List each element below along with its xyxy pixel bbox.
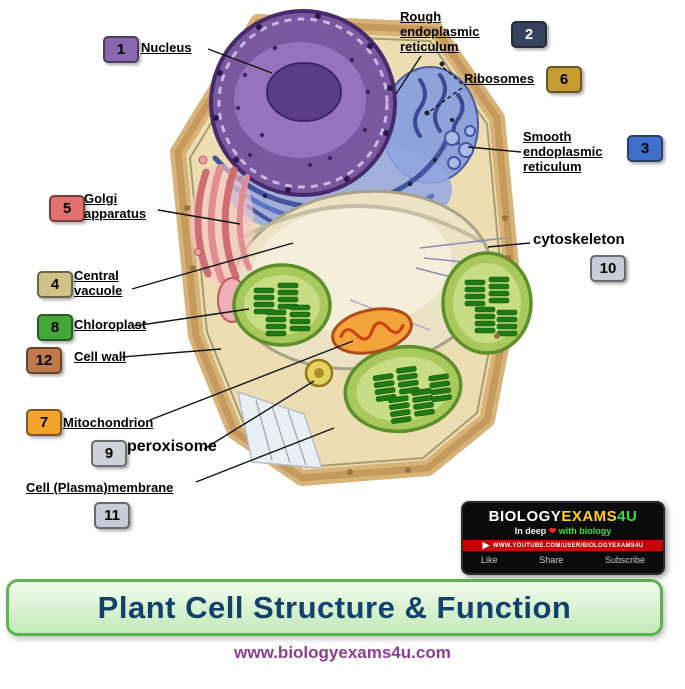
label-rough-er-number: 2 [511,21,547,48]
diagram-area: 1 Nucleus Rough endoplasmic reticulum 2 … [26,9,665,575]
label-nucleus-text: Nucleus [141,40,192,55]
wall-pit-dots [184,205,511,475]
label-central-vacuole-text: Central vacuole [74,268,123,298]
label-plasma-membrane-number: 11 [94,502,130,529]
label-cytoskeleton-text: cytoskeleton [533,231,625,248]
label-golgi-text: Golgi apparatus [84,191,147,221]
logo-tagline-post: with biology [556,526,612,536]
label-smooth-er-number: 3 [627,135,663,162]
plant-cell-illustration [121,9,533,486]
label-ribosomes-number: 6 [546,66,582,93]
chloroplast-right-graphic [441,251,533,355]
title-banner: Plant Cell Structure & Function [6,579,663,636]
logo-brand-exams: EXAMS [561,508,618,525]
label-chloroplast-text: Chloroplast [74,317,147,332]
cell-wall-cutaway-graphic [237,390,324,469]
logo-tagline-pre: In deep [514,526,549,536]
label-nucleus-number: 1 [103,36,139,63]
mitochondrion-graphic [331,307,413,355]
label-rough-er-text: Rough endoplasmic reticulum [400,9,480,54]
like-button[interactable]: Like [481,555,498,565]
smooth-er-graphic [444,125,476,170]
label-golgi-number: 5 [49,195,85,222]
logo-brand-biology: BIOLOGY [488,508,562,525]
heart-icon: ❤ [548,526,557,536]
label-peroxisome-text: peroxisome [127,438,217,455]
subscribe-button[interactable]: Subscribe [604,555,645,565]
chloroplast-bottom-graphic [343,344,463,434]
label-plasma-membrane-text: Cell (Plasma)membrane [26,480,174,495]
page-title: Plant Cell Structure & Function [97,589,572,625]
logo-brand-4u: 4U [617,508,638,525]
golgi-apparatus-graphic [190,155,254,323]
label-mitochondrion-text: Mitochondrion [63,415,154,430]
label-cytoskeleton-number: 10 [590,255,626,282]
label-smooth-er-text: Smooth endoplasmic reticulum [523,129,603,174]
peroxisome-graphic [304,358,334,388]
logo-channel-url: WWW.YOUTUBE.COM/USER/BIOLOGYEXAMS4U [492,542,644,549]
label-cell-wall-text: Cell wall [74,349,127,364]
label-ribosomes-text: Ribosomes [464,71,535,86]
play-arrow-icon: ▶ [482,540,490,550]
chloroplast-left-graphic [232,263,332,347]
logo-channel-strip: ▶ WWW.YOUTUBE.COM/USER/BIOLOGYEXAMS4U [463,540,663,551]
label-mitochondrion-number: 7 [26,409,62,436]
share-button[interactable]: Share [539,555,564,565]
logo-brand: BIOLOGYEXAMS4U [463,508,663,525]
nuclear-pore-dots [213,13,393,193]
nucleus-graphic [209,9,397,197]
leader-lines [121,48,531,483]
logo-tagline: In deep ❤ with biology [463,526,663,537]
label-chloroplast-number: 8 [37,314,73,341]
website-url[interactable]: www.biologyexams4u.com [234,643,451,662]
logo-actions: Like Share Subscribe [463,551,663,565]
label-cell-wall-number: 12 [26,347,62,374]
logo-badge: BIOLOGYEXAMS4U In deep ❤ with biology ▶ … [461,501,665,575]
label-central-vacuole-number: 4 [37,271,73,298]
label-peroxisome-number: 9 [91,440,127,467]
